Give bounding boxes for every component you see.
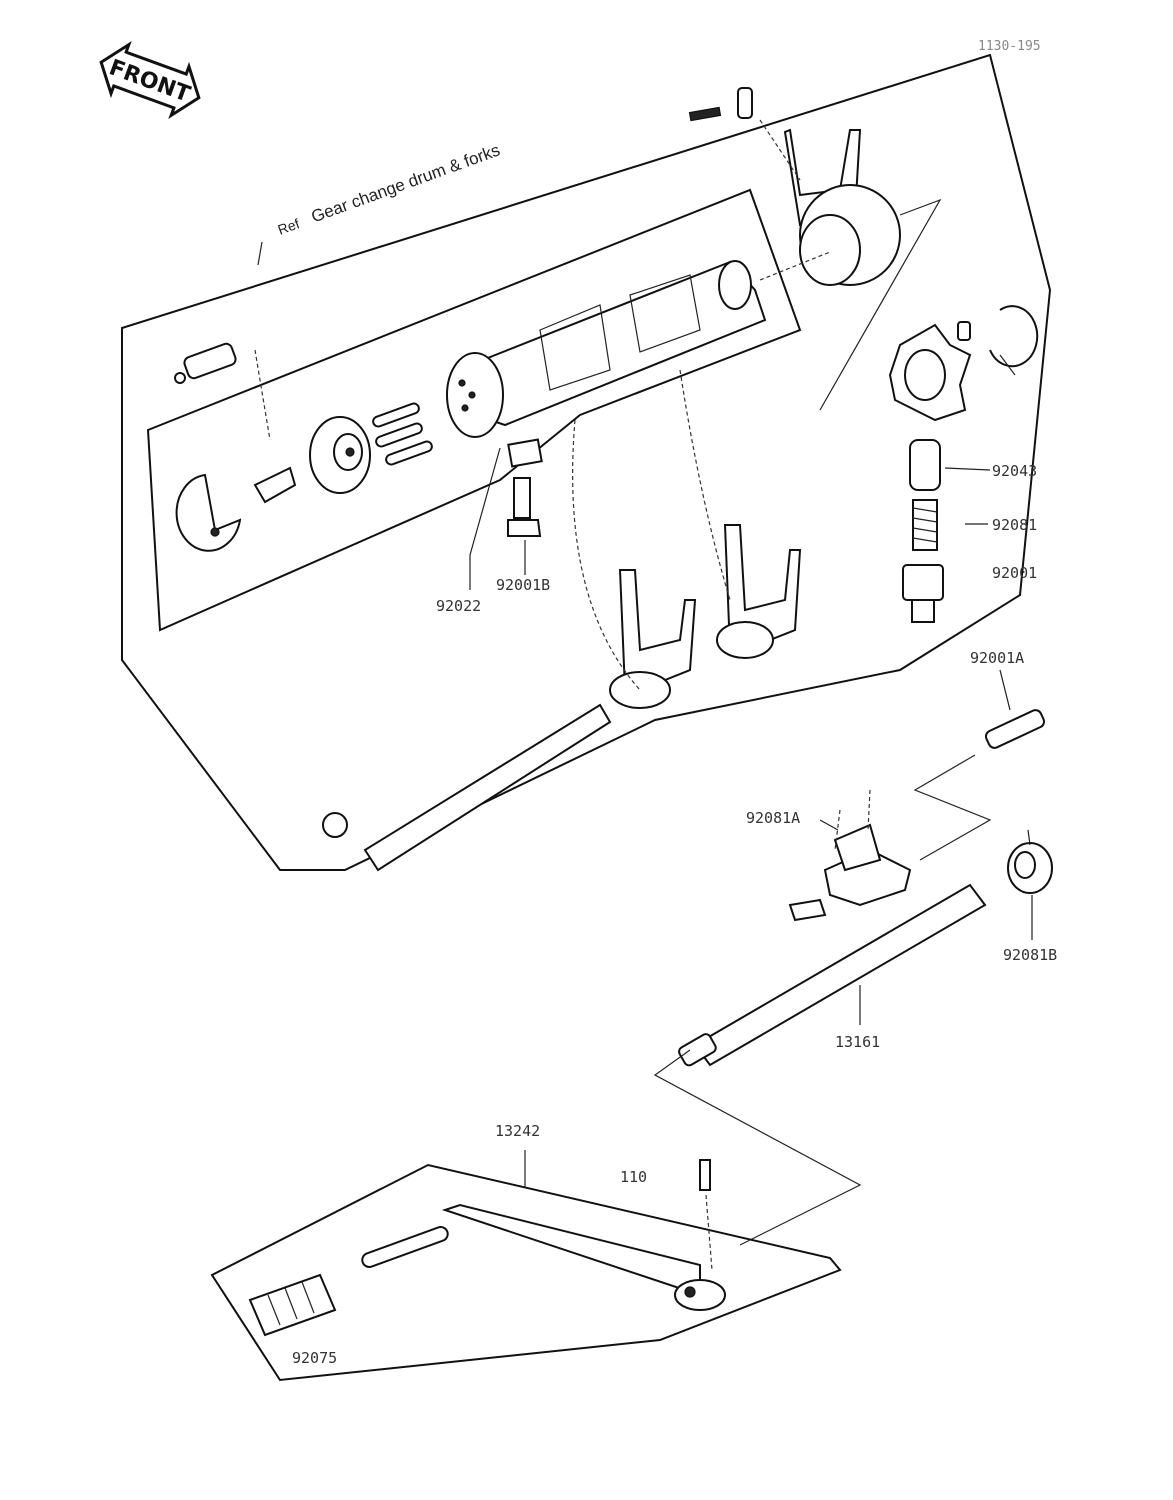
shift-shaft-icon — [678, 883, 987, 1067]
leader-92022 — [469, 447, 501, 590]
label-92043: 92043 — [992, 462, 1037, 480]
oil-seal-icon — [1007, 842, 1053, 894]
detent-star-icon — [888, 323, 972, 422]
reference-leader — [257, 241, 263, 266]
header-code: 1130-195 — [978, 39, 1041, 54]
leader-switch — [254, 349, 271, 441]
shift-arm-icon — [788, 789, 912, 922]
shift-fork-icon — [679, 369, 802, 659]
plug-bolt-icon — [902, 564, 944, 623]
leader-seal-top — [1027, 829, 1031, 846]
frame-reference — [146, 188, 802, 632]
bolt-icon — [507, 477, 542, 537]
neutral-switch-icon — [174, 342, 237, 384]
leader-92001a — [999, 669, 1011, 711]
circlip-icon — [175, 473, 242, 552]
label-110: 110 — [620, 1168, 647, 1186]
label-92001b: 92001B — [496, 576, 550, 594]
shift-drum-icon — [446, 251, 831, 438]
reference-text: Gear change drum & forks — [309, 140, 503, 226]
pin-icon — [688, 106, 722, 122]
snap-ring-icon — [989, 305, 1039, 368]
front-arrow-icon: FRONT — [99, 40, 201, 120]
leader-fork-top — [819, 198, 942, 411]
leader-92043 — [944, 467, 991, 471]
leader-bolt-chain — [913, 754, 992, 861]
snap-ring-leader — [999, 354, 1016, 376]
shift-fork-icon — [572, 419, 697, 709]
bolt-icon — [984, 709, 1046, 749]
label-92081b: 92081B — [1003, 946, 1057, 964]
label-92081a: 92081A — [746, 809, 800, 827]
shift-pedal-icon — [361, 1203, 726, 1311]
label-92075: 92075 — [292, 1349, 337, 1367]
frame-main — [121, 53, 1052, 871]
washer-icon — [507, 438, 543, 468]
reference-prefix: Ref — [276, 215, 302, 238]
label-13242: 13242 — [495, 1122, 540, 1140]
pin-icon — [737, 87, 753, 119]
leader-110 — [705, 1194, 713, 1271]
frame-pedal — [210, 1163, 842, 1382]
bolt-icon — [699, 1159, 711, 1191]
dowel-icon — [957, 321, 971, 341]
pin-icon — [253, 466, 297, 504]
reference-callout: Ref Gear change drum & forks — [276, 140, 503, 238]
label-92081: 92081 — [992, 516, 1037, 534]
pedal-rubber-icon — [248, 1273, 337, 1337]
label-92022: 92022 — [436, 597, 481, 615]
spacer-icon — [909, 439, 941, 491]
label-92001: 92001 — [992, 564, 1037, 582]
drum-pins-icon — [372, 402, 433, 466]
cam-plate-icon — [309, 416, 371, 494]
label-13161: 13161 — [835, 1033, 880, 1051]
label-92001a: 92001A — [970, 649, 1024, 667]
fork-shaft-icon — [322, 703, 612, 872]
leader-92081a — [819, 819, 839, 831]
circlip-hole-icon — [210, 527, 220, 537]
shift-fork-icon — [759, 119, 901, 286]
spring-icon — [912, 499, 938, 551]
leader-shaft-to-pedal — [653, 1049, 862, 1246]
